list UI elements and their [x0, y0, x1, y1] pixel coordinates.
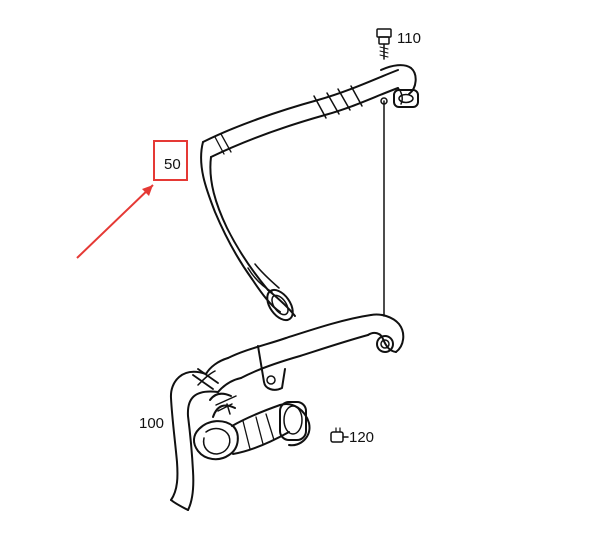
bolt-icon [376, 28, 392, 60]
bracket-top-node [380, 97, 388, 105]
lower-hose-assembly [169, 313, 405, 511]
part-label-120: 120 [349, 429, 374, 446]
part-label-50: 50 [164, 156, 181, 173]
highlight-arrowhead [142, 185, 153, 196]
part-label-110: 110 [397, 30, 421, 47]
highlight-box [153, 140, 188, 181]
part-label-100: 100 [139, 415, 164, 432]
bolt-icon [330, 427, 349, 443]
upper-hose [200, 64, 419, 322]
highlight-arrow [76, 184, 154, 259]
